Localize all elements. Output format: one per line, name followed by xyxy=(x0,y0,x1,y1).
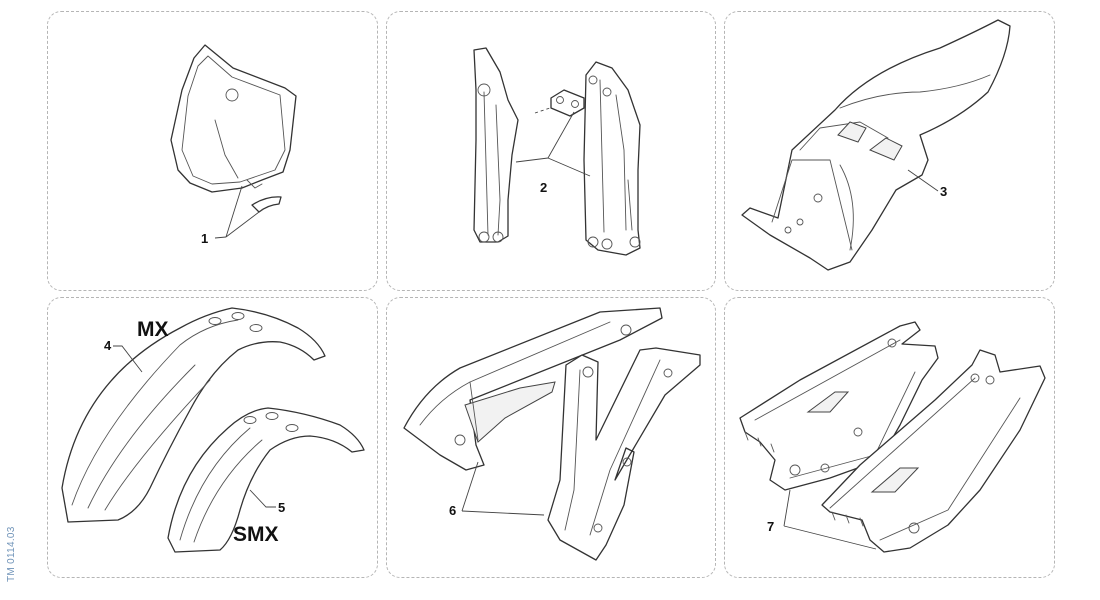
variant-label-mx: MX xyxy=(137,318,169,341)
radiator-shroud-left xyxy=(403,307,663,471)
callout-3: 3 xyxy=(940,184,947,199)
panel-side-panels xyxy=(724,297,1055,578)
panel-fork-guards xyxy=(386,11,716,291)
callout-5: 5 xyxy=(278,500,285,515)
variant-label-smx: SMX xyxy=(233,523,279,546)
front-fender-mx xyxy=(61,307,326,523)
callout-6: 6 xyxy=(449,503,456,518)
panel-rear-fender xyxy=(724,11,1055,291)
number-plate-part xyxy=(170,44,297,193)
fork-guard-left xyxy=(473,47,519,243)
callout-1: 1 xyxy=(201,231,208,246)
callout-4: 4 xyxy=(104,338,112,353)
panel-radiator-shrouds xyxy=(386,297,716,578)
rear-fender-part xyxy=(741,19,1011,271)
fork-guard-clamp xyxy=(534,89,585,117)
radiator-shroud-right xyxy=(547,347,701,561)
front-fender-smx xyxy=(167,407,365,553)
callout-2: 2 xyxy=(540,180,547,195)
fork-guard-right xyxy=(583,61,641,256)
panel-number-plate xyxy=(47,11,378,291)
number-plate-clip xyxy=(251,196,282,213)
panel-front-fenders xyxy=(47,297,378,578)
document-id: TM 0114.03 xyxy=(6,526,17,582)
side-panel-right xyxy=(821,349,1046,553)
callout-7: 7 xyxy=(767,519,774,534)
